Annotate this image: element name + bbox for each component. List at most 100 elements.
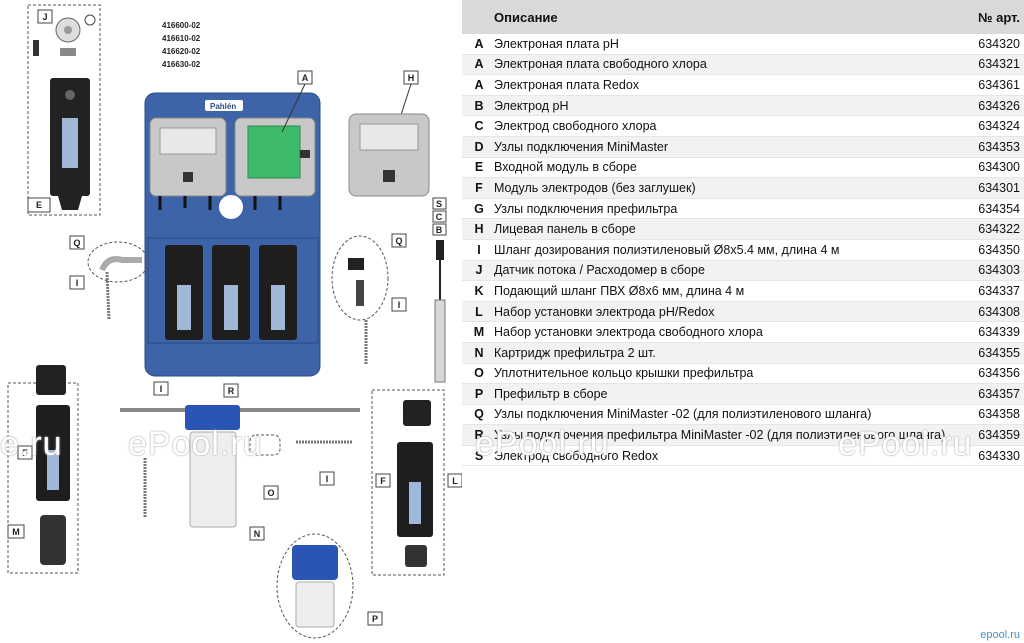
corner-watermark: epool.ru <box>980 629 1020 641</box>
row-description: Подающий шланг ПВХ Ø8x6 мм, длина 4 м <box>494 283 745 298</box>
row-letter: P <box>474 386 484 401</box>
row-description: Электрод свободного хлора <box>494 119 657 134</box>
callout-box-j <box>27 4 101 216</box>
table-row: O Уплотнительное кольцо крышки префильтра… <box>462 364 1024 385</box>
row-letter: S <box>474 448 484 463</box>
row-description: Префильтр в сборе <box>494 386 608 401</box>
electrode-holder-right-top <box>403 400 431 426</box>
row-letter: A <box>474 77 484 92</box>
flow-cell-knob <box>65 90 75 100</box>
row-article: 634330 <box>978 448 1020 463</box>
row-article: 634303 <box>978 263 1020 278</box>
row-description: Узлы подключения префильтра MiniMaster -… <box>494 428 946 443</box>
controller-ph-screen <box>159 127 217 155</box>
callout-tag-i-left <box>69 275 85 290</box>
row-letter: G <box>474 201 484 216</box>
parts-diagram: J E 416600-02 416610-02 416620-02 416630… <box>0 0 462 643</box>
callout-tag-q-left <box>69 235 85 250</box>
callout-tag-f-left <box>17 445 33 460</box>
callout-letter-q-left: Q <box>73 238 80 248</box>
product-code-4: 416630-02 <box>162 60 201 69</box>
callout-letter-q-right: Q <box>395 236 402 246</box>
electrode-module-right-window <box>409 482 421 524</box>
row-description: Шланг дозирования полиэтиленовый Ø8x5.4 … <box>494 242 840 257</box>
row-description: Узлы подключения MiniMaster -02 (для пол… <box>494 407 872 422</box>
electrode-cap <box>436 240 444 260</box>
flow-cell-3-window <box>271 285 285 330</box>
row-article: 634300 <box>978 160 1020 175</box>
callout-letter-i-left: I <box>76 278 79 288</box>
row-description: Уплотнительное кольцо крышки префильтра <box>494 366 754 381</box>
callout-tag-f-right <box>375 473 391 488</box>
row-letter: A <box>474 57 484 72</box>
product-code-1: 416600-02 <box>162 21 201 30</box>
panel-hole <box>219 195 243 219</box>
row-description: Электроная плата свободного хлора <box>494 57 707 72</box>
row-letter: F <box>475 180 483 195</box>
elbow-fitting-right <box>348 258 364 270</box>
row-description: Набор установки электрода pH/Redox <box>494 304 715 319</box>
electrode <box>434 299 446 383</box>
callout-ring-o <box>249 434 281 456</box>
callout-letter-a: A <box>302 73 309 83</box>
electrode-module-area <box>147 237 319 344</box>
row-letter: I <box>477 242 481 257</box>
row-description: Датчик потока / Расходомер в сборе <box>494 263 705 278</box>
leader-h <box>399 83 412 119</box>
row-article: 634358 <box>978 407 1020 422</box>
callout-ring-q-left <box>87 241 149 283</box>
chlorine-electrode-holder <box>40 515 66 565</box>
row-description: Электроная плата Redox <box>494 77 640 92</box>
header-description: Описание <box>494 9 558 25</box>
row-description: Входной модуль в сборе <box>494 160 637 175</box>
callout-ring-q-right <box>331 235 389 321</box>
row-article: 634326 <box>978 98 1020 113</box>
row-description: Электрод свободного Redox <box>494 448 659 463</box>
cable-glands <box>158 196 282 210</box>
callout-tag-q-right <box>391 233 407 248</box>
row-article: 634354 <box>978 201 1020 216</box>
row-letter: N <box>474 345 484 360</box>
flow-cell-1-window <box>177 285 191 330</box>
diagram-svg: J E 416600-02 416610-02 416620-02 416630… <box>7 4 462 639</box>
row-letter: H <box>474 222 484 237</box>
row-article: 634321 <box>978 57 1020 72</box>
table-row: R Узлы подключения префильтра MiniMaster … <box>462 425 1024 446</box>
callout-letter-p: P <box>372 614 378 624</box>
prefilter-assembly <box>295 581 335 628</box>
row-article: 634308 <box>978 304 1020 319</box>
row-letter: O <box>474 366 484 381</box>
callout-tag-i-mid <box>153 381 169 396</box>
callout-box-right <box>371 389 445 576</box>
row-letter: A <box>474 36 484 51</box>
row-article: 634324 <box>978 119 1020 134</box>
row-article: 634350 <box>978 242 1020 257</box>
callout-tag-j <box>37 9 53 24</box>
prefilter-housing <box>189 431 237 528</box>
row-article: 634359 <box>978 428 1020 443</box>
callout-tag-b <box>432 223 447 236</box>
row-article: 634353 <box>978 139 1020 154</box>
callout-letter-b: B <box>436 225 443 235</box>
callout-letter-h: H <box>408 73 415 83</box>
inlet-cap <box>58 196 82 210</box>
row-description: Электрод pH <box>494 98 569 113</box>
row-article: 634320 <box>978 36 1020 51</box>
row-letter: R <box>474 428 484 443</box>
callout-letter-c: C <box>436 212 443 222</box>
row-article: 634355 <box>978 345 1020 360</box>
callout-letter-j: J <box>42 12 47 22</box>
callout-tag-s <box>432 197 447 210</box>
table-row: I Шланг дозирования полиэтиленовый Ø8x5.4… <box>462 240 1024 261</box>
row-article: 634357 <box>978 386 1020 401</box>
